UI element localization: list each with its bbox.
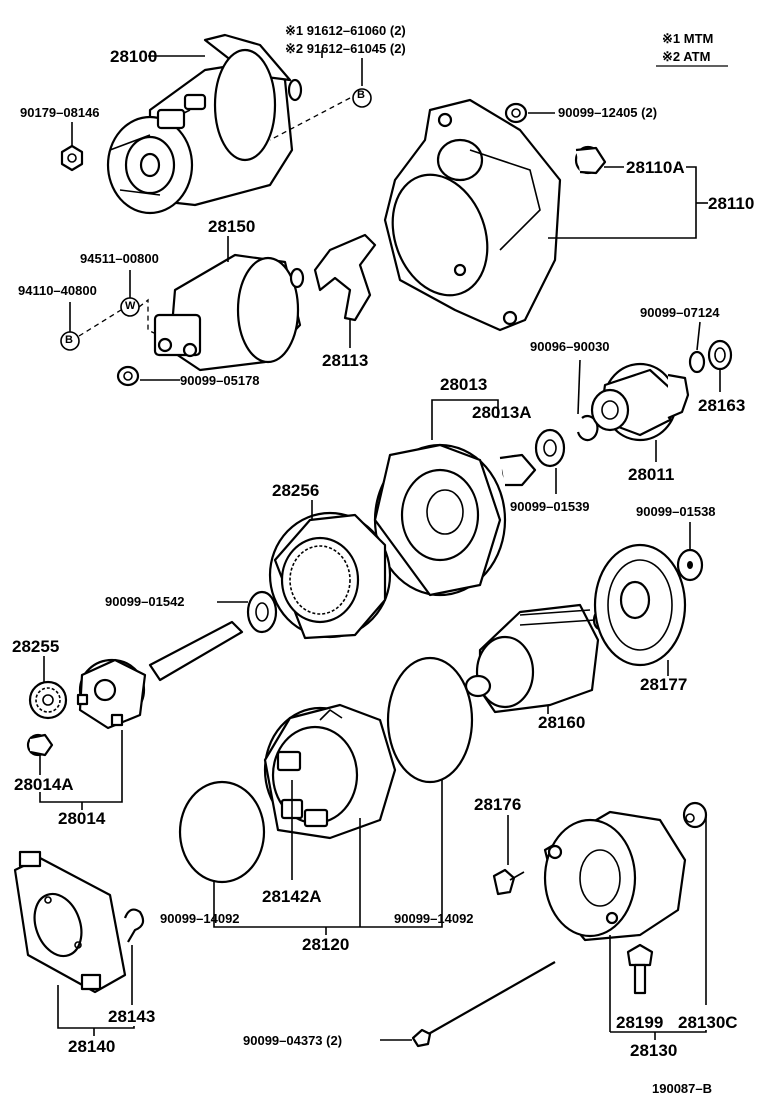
label-28130C: 28130C [678, 1013, 738, 1032]
oring-right [386, 656, 474, 784]
label-90179-08146: 90179–08146 [20, 105, 100, 120]
label-90099-14092-left: 90099–14092 [160, 911, 240, 926]
dashed-link-b-top [269, 97, 351, 141]
label-90099-14092-right: 90099–14092 [394, 911, 474, 926]
clip-90096-90030 [576, 415, 599, 442]
bracket-28110 [548, 166, 697, 239]
label-91612-61060: ※1 91612–61060 (2) [285, 23, 406, 38]
label-28014A: 28014A [14, 775, 74, 794]
yoke-28013 [373, 443, 507, 597]
plate-28177 [593, 543, 687, 667]
shaft-28014 [76, 620, 244, 730]
bracket-28130 [610, 1030, 707, 1033]
armature-28160 [464, 603, 608, 714]
label-28130: 28130 [630, 1041, 678, 1060]
washer-90099-01538 [676, 548, 704, 582]
bush-28110A [574, 145, 607, 175]
starter-assembly-28100 [106, 33, 303, 215]
end-frame-28130 [543, 810, 687, 942]
label-28013: 28013 [440, 375, 488, 394]
label-28140: 28140 [68, 1037, 116, 1056]
label-28177: 28177 [640, 675, 688, 694]
oring-left [178, 780, 266, 884]
label-28142A: 28142A [262, 887, 322, 906]
label-94511-00800: 94511–00800 [80, 251, 159, 266]
solenoid-28150 [153, 253, 305, 372]
label-90099-07124: 90099–07124 [640, 305, 720, 320]
label-91612-61045: ※2 91612–61045 (2) [285, 41, 406, 56]
legend-atm: ※2 ATM [662, 49, 711, 64]
label-28255: 28255 [12, 637, 60, 656]
nut-90099-05178 [116, 365, 140, 387]
brush-holder-28140 [13, 850, 127, 994]
label-90099-04373: 90099–04373 (2) [243, 1033, 343, 1048]
screw-28176 [492, 868, 525, 896]
field-frame-28120 [263, 703, 397, 840]
label-94110-40800: 94110–40800 [18, 283, 97, 298]
label-90099-05178: 90099–05178 [180, 373, 260, 388]
bush-28014A [26, 733, 54, 757]
circle-label-w: W [125, 300, 136, 312]
label-28143: 28143 [108, 1007, 156, 1026]
label-28110A: 28110A [626, 158, 685, 177]
label-28014: 28014 [58, 809, 106, 828]
housing-28110 [383, 98, 562, 332]
label-28150: 28150 [208, 217, 256, 236]
label-28199: 28199 [616, 1013, 664, 1032]
label-28100: 28100 [110, 47, 158, 66]
figure-code: 190087–B [652, 1081, 712, 1096]
label-90096-90030: 90096–90030 [530, 339, 610, 354]
spring-28143 [123, 908, 145, 943]
label-28120: 28120 [302, 935, 350, 954]
label-28113: 28113 [322, 351, 369, 370]
bracket-28014 [39, 730, 123, 803]
label-90099-01538: 90099–01538 [636, 504, 716, 519]
label-90099-12405: 90099–12405 (2) [558, 105, 658, 120]
washer-90099-01539 [534, 428, 566, 468]
lever-28113 [313, 233, 377, 322]
washer-90099-01542 [246, 590, 278, 634]
label-28110: 28110 [708, 194, 755, 213]
pinion-clutch-28011 [590, 362, 690, 442]
bracket-28140 [57, 985, 135, 1029]
label-28160: 28160 [538, 713, 586, 732]
label-28176: 28176 [474, 795, 522, 814]
bracket-28013 [431, 399, 499, 440]
label-28011: 28011 [628, 465, 675, 484]
label-28013A: 28013A [472, 403, 532, 422]
circle-label-b-left: B [65, 334, 73, 346]
cap-28130C [682, 801, 708, 829]
bolt-28199 [626, 943, 654, 995]
bush-28013A [499, 453, 537, 487]
collar-28163 [707, 339, 733, 371]
gear-28255 [28, 680, 68, 720]
nut-90179-08146 [60, 144, 84, 172]
label-28163: 28163 [698, 396, 746, 415]
label-90099-01539: 90099–01539 [510, 499, 590, 514]
ring-90099-07124 [688, 350, 706, 374]
label-28256: 28256 [272, 481, 320, 500]
ring-90099-12405 [504, 102, 528, 124]
legend-mtm: ※1 MTM [662, 31, 714, 46]
label-90099-01542: 90099–01542 [105, 594, 185, 609]
circle-b-top [352, 88, 372, 108]
ring-gear-28256 [268, 511, 392, 640]
bracket-28120 [213, 780, 443, 928]
through-bolt-90099-04373 [411, 961, 556, 1048]
circle-label-b-top: B [357, 89, 365, 101]
